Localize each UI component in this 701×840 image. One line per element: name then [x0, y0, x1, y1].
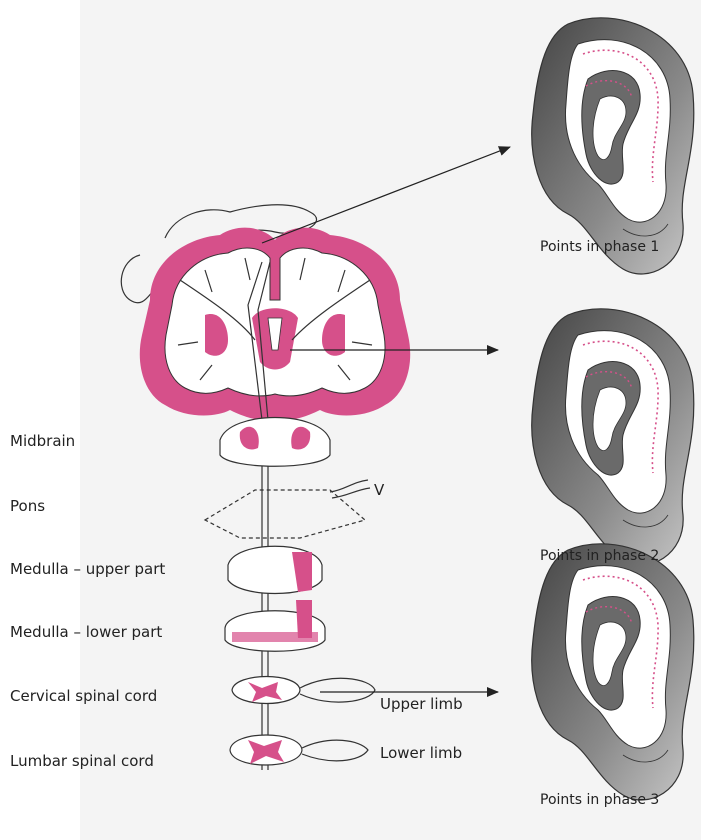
ear-phase-3 — [532, 544, 694, 800]
cervical-cord-slice — [232, 677, 375, 704]
ear-phase-1 — [532, 18, 694, 274]
midbrain-slice — [220, 418, 330, 467]
label-lumbar-cord: Lumbar spinal cord — [10, 752, 154, 770]
label-upper-limb: Upper limb — [380, 695, 463, 713]
label-medulla-upper: Medulla – upper part — [10, 560, 165, 578]
medulla-lower-slice — [225, 600, 325, 651]
caption-phase-3: Points in phase 3 — [540, 792, 659, 808]
medulla-upper-slice — [228, 546, 322, 593]
label-pons: Pons — [10, 497, 45, 515]
caption-phase-1: Points in phase 1 — [540, 239, 659, 255]
lumbar-cord-slice — [230, 735, 368, 765]
label-cervical-cord: Cervical spinal cord — [10, 687, 157, 705]
arrow-phase-1 — [262, 147, 510, 243]
label-nerve-v: V — [374, 481, 385, 499]
caption-phase-2: Points in phase 2 — [540, 548, 659, 564]
label-medulla-lower: Medulla – lower part — [10, 623, 162, 641]
label-lower-limb: Lower limb — [380, 744, 462, 762]
pons-slice — [205, 480, 370, 538]
ear-phase-2 — [532, 309, 694, 565]
trigeminal-nerve-line — [330, 480, 368, 492]
label-midbrain: Midbrain — [10, 432, 75, 450]
